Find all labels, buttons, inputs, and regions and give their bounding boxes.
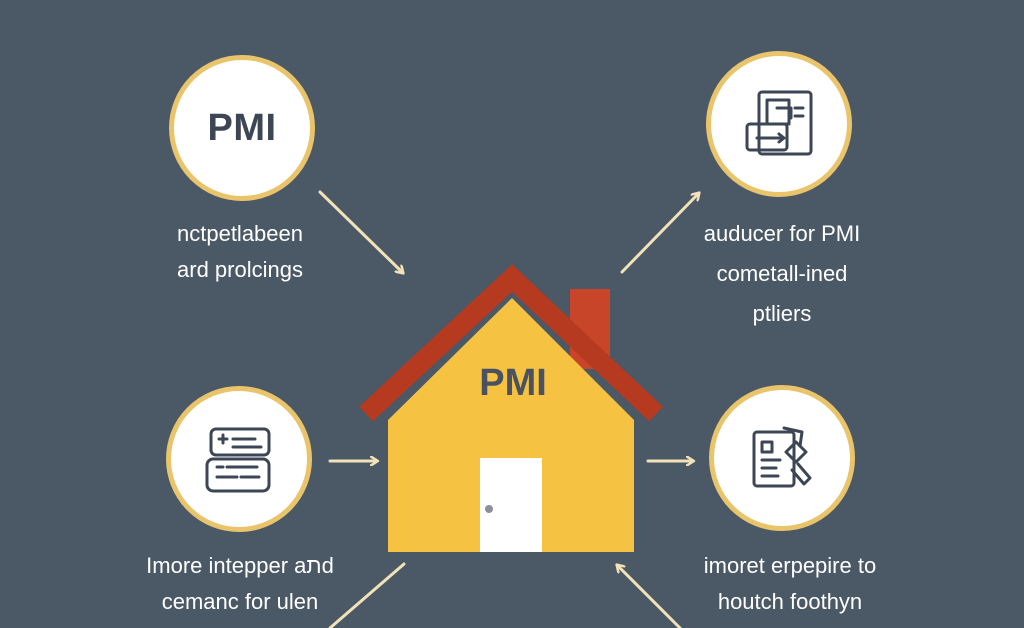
arrow-bottom-left	[328, 562, 406, 628]
arrow-bottom-right	[618, 566, 682, 628]
caption-line: auducer for PMI	[703, 221, 861, 246]
node-top-left: PMI	[169, 55, 315, 201]
node-bottom-left	[166, 386, 312, 532]
caption-bottom-right: imoret erpepire to houtch foothyn PMI	[680, 548, 900, 628]
node-top-left-text: PMI	[207, 106, 277, 149]
document-magnifier-icon	[752, 426, 812, 488]
node-bottom-right	[709, 385, 855, 531]
house-roof	[359, 264, 663, 422]
caption-line: houtch foothyn	[717, 589, 863, 614]
caption-top-left: nctpetlabeen ard prolcings	[130, 216, 350, 288]
node-top-right	[706, 51, 852, 197]
house-label: PMI	[479, 362, 547, 404]
caption-line: cometall-ined	[716, 261, 848, 286]
arrow-top-left	[318, 190, 402, 272]
caption-line: ard prolcings	[177, 257, 303, 282]
caption-line: cemanc for ulen	[161, 589, 319, 614]
caption-line: Imore intepper aתd	[146, 553, 334, 578]
door-knob	[485, 505, 493, 513]
caption-top-right: auducer for PMI cometall-ined ptliers	[672, 216, 892, 332]
caption-line: PMI	[120, 620, 360, 628]
house-door	[480, 458, 542, 552]
caption-line: imoret erpepire to	[703, 553, 877, 578]
arrow-top-right	[620, 194, 698, 274]
caption-line: nctpetlabeen	[177, 221, 303, 246]
caption-line: PMI	[680, 620, 900, 628]
caption-bottom-left: Imore intepper aתd cemanc for ulen PMI	[120, 548, 360, 628]
house-icon	[359, 264, 663, 552]
house-wall	[388, 298, 634, 552]
stacked-cards-icon	[205, 427, 271, 493]
document-flow-icon	[745, 90, 813, 156]
caption-line: ptliers	[752, 301, 812, 326]
